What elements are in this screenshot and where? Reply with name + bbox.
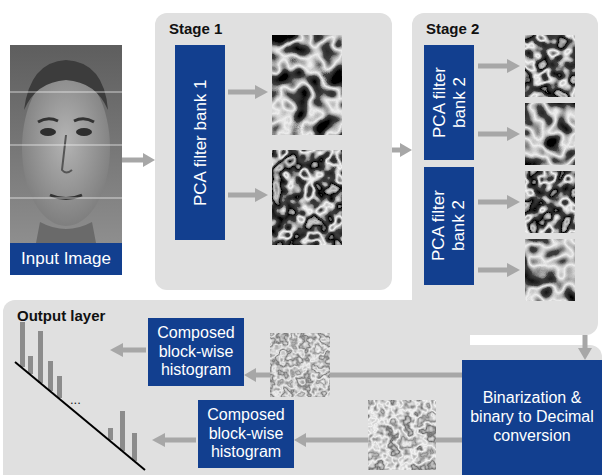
arrow-head [400, 143, 412, 157]
arrow-head [143, 153, 155, 167]
arrow-shaft [122, 158, 145, 163]
flow-arrow [122, 153, 155, 167]
arrow-shaft [583, 335, 588, 350]
binary-code-maps [270, 333, 436, 470]
histogram-box: Composed block-wise histogram [198, 400, 294, 468]
flow-arrow [294, 433, 462, 447]
label-holder: ... [70, 390, 81, 408]
face-photo [10, 45, 122, 243]
panel-title: Stage 2 [426, 20, 479, 37]
stage-panel: Stage 1 PCA filter bank 1 [155, 13, 392, 290]
stage2-feature-maps [525, 35, 575, 301]
output-panel-fill [3, 300, 470, 475]
filter-bank-box: PCA filter bank 1 [175, 45, 225, 240]
flow-arrow [392, 143, 412, 157]
box-label: Composed block-wise histogram [203, 406, 289, 463]
input-image: Input Image [10, 45, 122, 275]
box-label: PCA filter bank 2 [429, 51, 468, 154]
stage1-feature-maps [272, 35, 342, 245]
arrow-head [244, 368, 256, 382]
box-label: Binarization & binary to Decimal convers… [467, 389, 597, 446]
arrow-shaft [392, 148, 402, 153]
ellipsis-label: ... [70, 392, 81, 407]
box-label: PCA filter bank 1 [190, 51, 210, 234]
arrow-head [578, 348, 592, 360]
histogram-chart [15, 322, 145, 470]
filter-bank-box: PCA filter bank 2 [424, 167, 474, 285]
stage-panel-fill [155, 13, 392, 290]
panel-title: Stage 1 [169, 20, 222, 37]
binarization-box: Binarization & binary to Decimal convers… [462, 360, 602, 475]
arrow-shaft [304, 438, 462, 443]
stage-panel-fill [412, 13, 598, 335]
arrow-head [294, 433, 306, 447]
box-label: PCA filter bank 2 [429, 173, 468, 279]
output-panel: Output layerComposed block-wise histogra… [3, 300, 470, 475]
flow-arrow [244, 368, 462, 382]
box-label: Input Image [10, 243, 122, 275]
filter-bank-box: PCA filter bank 2 [424, 45, 474, 160]
flow-arrow [578, 335, 592, 360]
histogram-box: Composed block-wise histogram [148, 318, 244, 386]
box-label: Composed block-wise histogram [153, 324, 239, 381]
arrow-shaft [254, 373, 462, 378]
output-panel-fill [440, 345, 602, 475]
panel-title: Output layer [17, 307, 105, 324]
stage-panel: Stage 2 PCA filter bank 2 PCA filter bank … [412, 13, 598, 335]
